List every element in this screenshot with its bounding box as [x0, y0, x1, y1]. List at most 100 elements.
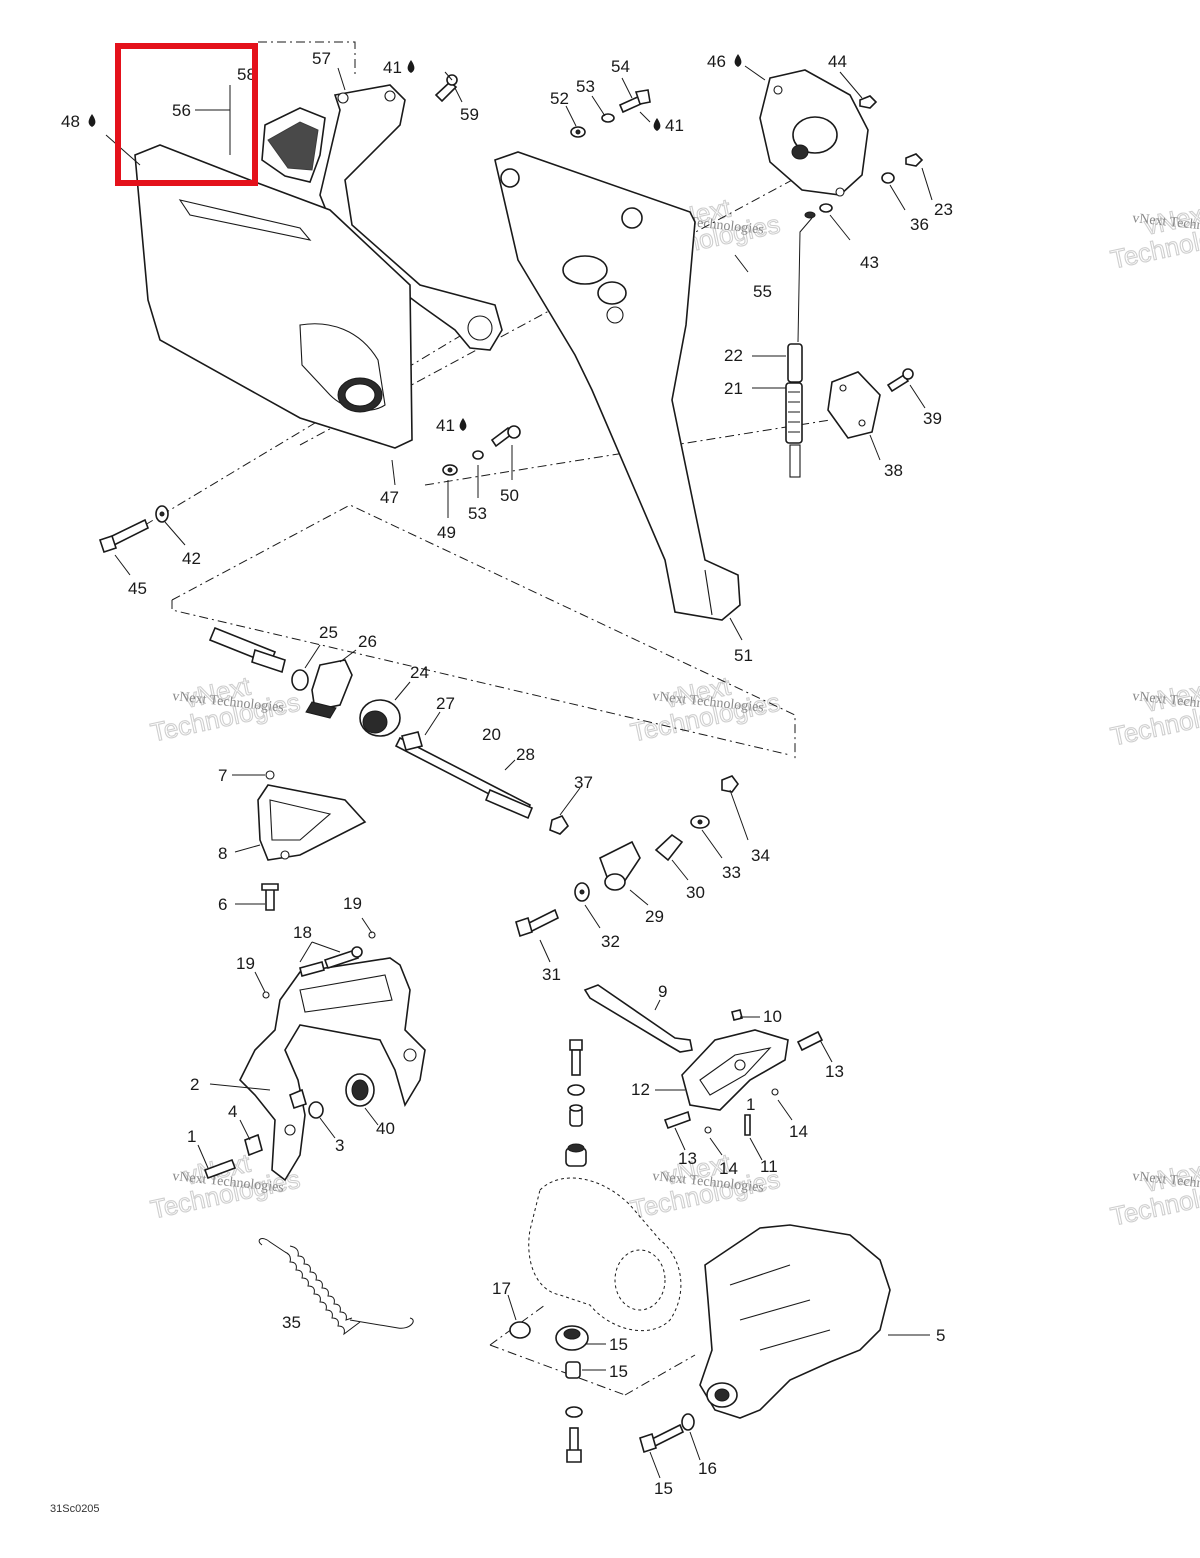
callout-7: 7	[218, 766, 227, 785]
pin-13-right	[796, 1030, 824, 1052]
callout-44: 44	[828, 52, 847, 71]
callout-51: 51	[734, 646, 753, 665]
callout-42: 42	[182, 549, 201, 568]
bushing-30	[654, 833, 684, 862]
callout-15-upper: 15	[609, 1335, 628, 1354]
bolt-1	[203, 1158, 237, 1180]
callout-31: 31	[542, 965, 561, 984]
nut-34	[721, 775, 739, 793]
callout-52: 52	[550, 89, 569, 108]
callout-53-mid: 53	[468, 504, 487, 523]
callout-15-middle: 15	[609, 1362, 628, 1381]
bracket-part-12	[663, 1009, 824, 1136]
callout-17: 17	[492, 1279, 511, 1298]
callout-49: 49	[437, 523, 456, 542]
lubricant-drop-icon	[653, 118, 661, 131]
bushing-3	[308, 1101, 324, 1119]
callout-37: 37	[574, 773, 593, 792]
callout-19-lower: 19	[236, 954, 255, 973]
callout-32: 32	[601, 932, 620, 951]
plate-part-38	[827, 371, 881, 439]
bolt-54	[618, 89, 651, 114]
callout-48: 48	[61, 112, 80, 131]
callout-54: 54	[611, 57, 630, 76]
callout-56: 56	[172, 101, 191, 120]
callout-10: 10	[763, 1007, 782, 1026]
washer-16	[681, 1413, 695, 1431]
clip-26	[311, 659, 353, 711]
callout-41-mid: 41	[436, 416, 455, 435]
callout-27: 27	[436, 694, 455, 713]
bushing-25	[291, 669, 309, 691]
callout-14-right: 14	[789, 1122, 808, 1141]
shaft-assembly	[208, 626, 570, 835]
callout-34: 34	[751, 846, 770, 865]
callout-55: 55	[753, 282, 772, 301]
screw-59	[434, 74, 458, 103]
nut-14-left	[704, 1126, 712, 1134]
screw-39	[886, 368, 914, 393]
callout-1-right: 1	[746, 1095, 755, 1114]
main-bracket-part-51	[494, 151, 741, 621]
callout-13-right: 13	[825, 1062, 844, 1081]
callout-1-left: 1	[187, 1127, 196, 1146]
callout-38: 38	[884, 461, 903, 480]
callout-23: 23	[934, 200, 953, 219]
callout-24: 24	[410, 663, 429, 682]
callout-20: 20	[482, 725, 501, 744]
callout-36: 36	[910, 215, 929, 234]
callout-43: 43	[860, 253, 879, 272]
nut-19-lower	[262, 991, 270, 999]
washer-36	[881, 172, 895, 184]
bolt-15-right	[639, 1423, 685, 1454]
nut-19-upper	[368, 931, 376, 939]
callout-11: 11	[760, 1157, 778, 1176]
washer-53	[601, 113, 615, 123]
callout-50: 50	[500, 486, 519, 505]
cover-part-5	[699, 1224, 891, 1419]
drawing-reference-code: 31Sc0205	[50, 1503, 100, 1515]
callout-59: 59	[460, 105, 479, 124]
callout-30: 30	[686, 883, 705, 902]
callout-2: 2	[190, 1075, 199, 1094]
callout-26: 26	[358, 632, 377, 651]
lever-bracket-part-2	[239, 957, 426, 1182]
lower-stack	[565, 1039, 587, 1167]
lubricant-drop-icon	[734, 54, 742, 67]
callout-8: 8	[218, 844, 227, 863]
small-parts-29-34	[515, 775, 739, 938]
callout-3: 3	[335, 1136, 344, 1155]
pedal-pad-part-58	[261, 107, 326, 183]
callout-28: 28	[516, 745, 535, 764]
callout-29: 29	[645, 907, 664, 926]
plug-17	[509, 1321, 531, 1339]
callout-41-top: 41	[383, 58, 402, 77]
nut-14-right	[771, 1088, 779, 1096]
callout-33: 33	[722, 863, 741, 882]
side-plate-part-47	[134, 144, 413, 449]
callout-58: 58	[237, 65, 256, 84]
callout-57: 57	[312, 49, 331, 68]
highlight-box	[115, 43, 258, 186]
pin-13-left	[663, 1110, 691, 1130]
washer-53-lower	[472, 450, 484, 460]
screw-6	[265, 887, 275, 911]
lubricant-drop-icon	[88, 114, 96, 127]
link-rod-part-9	[583, 984, 693, 1053]
bolt-11	[744, 1114, 751, 1136]
callout-45: 45	[128, 579, 147, 598]
callout-40: 40	[376, 1119, 395, 1138]
callout-21: 21	[724, 379, 743, 398]
nut-44	[859, 95, 878, 109]
cable-parts-21-22	[785, 211, 816, 478]
callout-12: 12	[631, 1080, 650, 1099]
callout-53-top: 53	[576, 77, 595, 96]
washer-bottom	[565, 1406, 583, 1418]
spacer-15	[565, 1361, 581, 1379]
pin-18	[323, 948, 360, 970]
callout-6: 6	[218, 895, 227, 914]
screw-50	[490, 425, 521, 448]
bottom-hardware	[509, 1321, 695, 1463]
callout-47: 47	[380, 488, 399, 507]
